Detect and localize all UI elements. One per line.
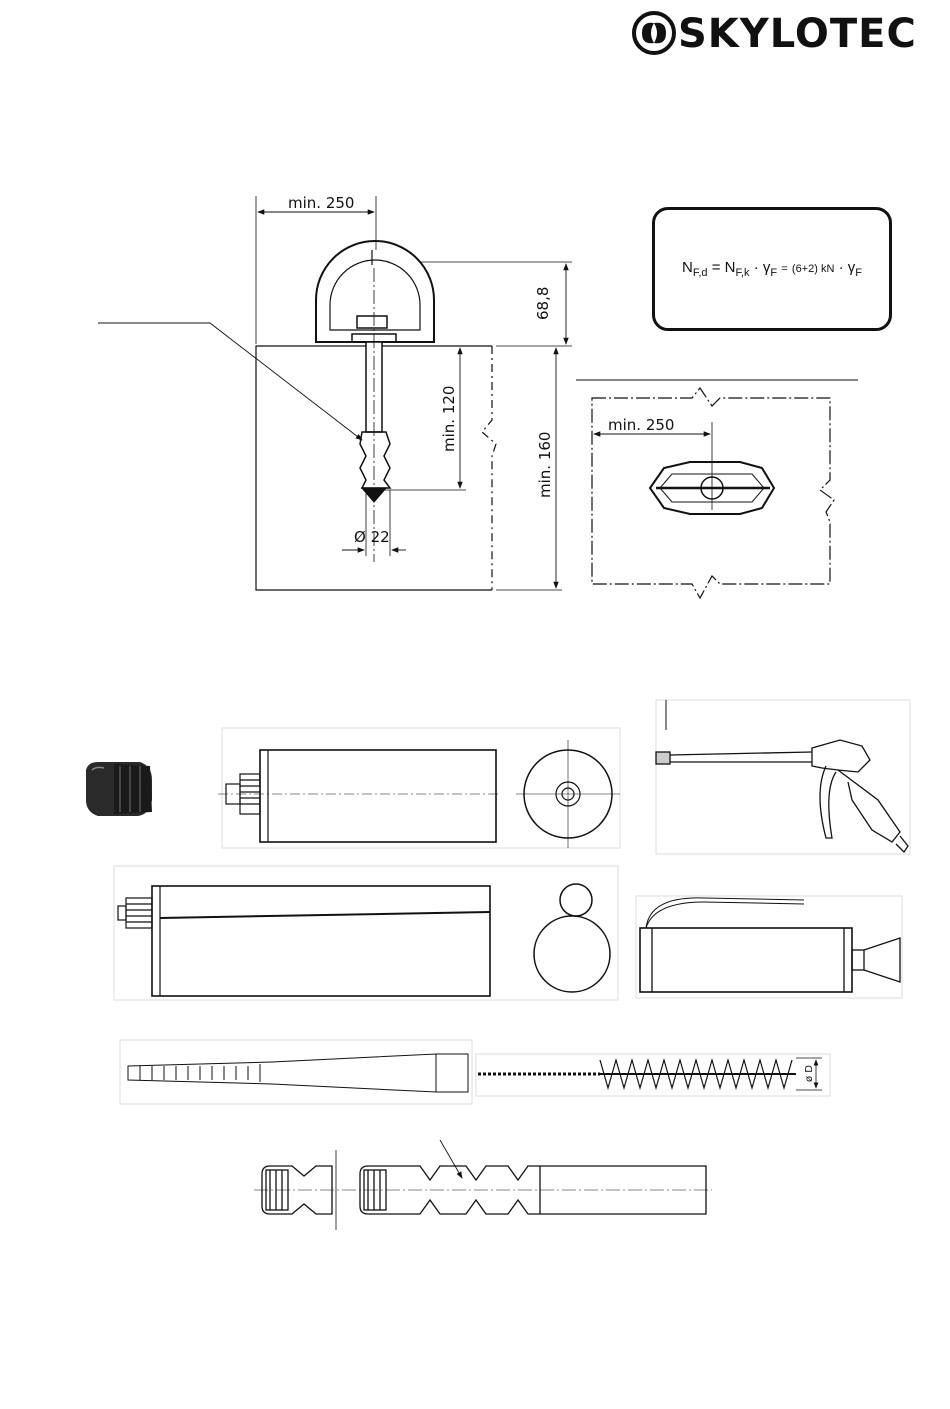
dim-brush-diameter: ø D bbox=[804, 1065, 815, 1082]
long-cartridge bbox=[114, 866, 618, 1000]
sleeve-detail bbox=[254, 1140, 712, 1230]
anchor-sleeve bbox=[360, 432, 390, 488]
anchor-nut bbox=[357, 316, 387, 328]
hand-pump bbox=[636, 896, 902, 998]
side-view-anchor bbox=[98, 196, 572, 590]
cartridge-side bbox=[218, 728, 620, 848]
nozzle-cap bbox=[86, 762, 152, 816]
anchor-ring-inner bbox=[330, 260, 420, 330]
cartridge-end bbox=[516, 740, 620, 848]
mixing-nozzle bbox=[120, 1040, 472, 1104]
dim-min-160: min. 160 bbox=[536, 432, 554, 498]
leader-line bbox=[98, 323, 362, 440]
dim-top-min-250: min. 250 bbox=[608, 416, 674, 434]
dim-68-8: 68,8 bbox=[534, 287, 552, 320]
anchor-ring-outer bbox=[316, 241, 434, 342]
dim-diameter-22: Ø 22 bbox=[354, 528, 390, 546]
dim-side-min-250: min. 250 bbox=[288, 194, 354, 212]
top-view-anchor bbox=[576, 380, 858, 598]
dim-min-120: min. 120 bbox=[440, 386, 458, 452]
cleaning-brush bbox=[476, 1054, 830, 1096]
long-cartridge-end bbox=[534, 884, 610, 992]
blow-gun bbox=[656, 700, 910, 854]
